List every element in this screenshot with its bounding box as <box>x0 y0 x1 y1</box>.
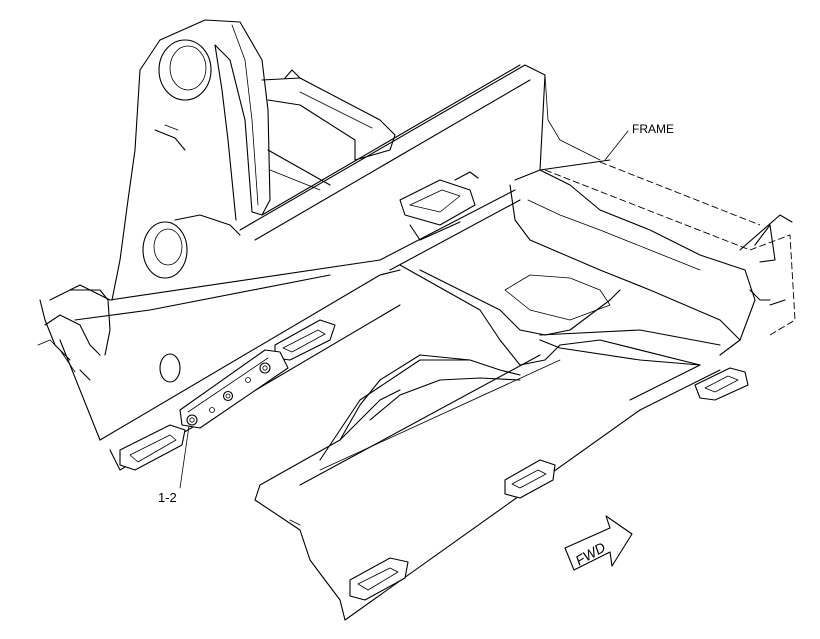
center-floor-pan <box>379 169 756 411</box>
arrow-icon <box>564 515 633 571</box>
rail-slot-bottom <box>349 557 409 601</box>
rail-hole <box>159 353 181 383</box>
rail-slot-mid <box>274 319 336 361</box>
frame-label: FRAME <box>632 122 674 136</box>
rail-slot-lower <box>504 459 556 499</box>
mast-boss <box>142 221 188 279</box>
mast-cap <box>158 39 212 101</box>
mounting-plate <box>179 349 289 429</box>
bolt-2 <box>222 390 234 402</box>
center-recess <box>504 274 611 321</box>
upper-side-rail <box>239 64 611 241</box>
lower-frame-body <box>254 354 641 621</box>
part-label: 1-2 <box>158 490 177 505</box>
bolt-1 <box>186 414 198 426</box>
frame-leader-line <box>604 130 629 161</box>
fwd-arrow: FWD <box>564 515 633 571</box>
rail-slot-right <box>694 367 749 401</box>
rear-mast <box>111 19 396 301</box>
rail-slot-left <box>119 424 186 471</box>
lower-side-rail <box>37 259 401 471</box>
bolt-3 <box>259 362 271 374</box>
part-leader-line <box>179 425 190 489</box>
leaders <box>179 130 629 489</box>
front-crossmember <box>544 161 796 336</box>
rail-slot-upper <box>399 179 476 226</box>
